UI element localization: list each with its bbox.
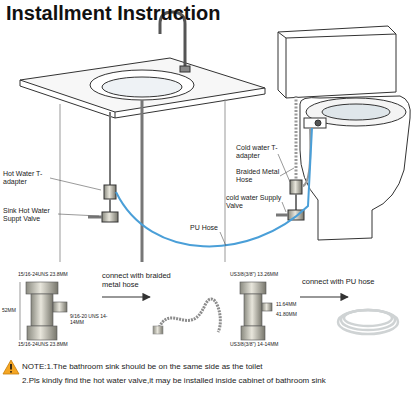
supply-pipe	[295, 194, 297, 210]
pu-hose-coil	[338, 310, 398, 334]
hose-nut	[153, 326, 163, 334]
leader-line	[58, 214, 99, 216]
cabinet-leg	[60, 99, 225, 262]
sink-basin	[102, 77, 182, 97]
cold-water-parts	[276, 96, 310, 220]
braided-hose-photo	[153, 299, 220, 334]
leader-line	[280, 168, 294, 176]
faucet-base	[180, 66, 190, 72]
bidet-knob	[315, 120, 321, 126]
toilet-tank	[278, 26, 396, 98]
t-adapter-photo	[20, 282, 67, 340]
leader-line	[278, 154, 290, 182]
instruction-label: connect with braided metal hose	[102, 272, 182, 289]
supply-pipe	[109, 112, 111, 185]
callout-label: PU Hose	[190, 224, 230, 232]
dimension-line	[20, 282, 21, 340]
toilet-seat	[306, 98, 406, 126]
callout-label: Hot Water T-adapter	[3, 170, 51, 186]
wall-pipe	[276, 214, 288, 217]
t-adapter-photo	[240, 282, 272, 340]
side-outlet	[262, 303, 272, 311]
adapter-body	[31, 294, 53, 326]
callout-label: Sink Hot Water Suppt Valve	[3, 207, 57, 223]
dimension-label: 11.64MM	[276, 302, 306, 308]
bidet-attachment	[304, 118, 326, 128]
cold-t-adapter	[290, 180, 302, 194]
hex-nut	[26, 282, 58, 294]
hot-valve	[102, 212, 118, 222]
toilet-tank-edge	[278, 32, 396, 98]
hot-t-adapter	[104, 185, 116, 199]
pu-hose-coil	[341, 310, 395, 330]
braided-hose	[158, 299, 220, 332]
toilet	[278, 26, 410, 240]
callout-label: Cold water T-adapter	[236, 144, 282, 160]
hex-nut	[240, 282, 266, 294]
pu-hose-coil	[344, 310, 392, 326]
leader-lines	[50, 154, 294, 246]
hex-nut	[27, 326, 57, 340]
instruction-label: connect with PU hose	[302, 278, 402, 287]
note-text: NOTE:1.The bathroom sink should be on th…	[22, 362, 412, 371]
leader-line	[220, 232, 226, 246]
leader-line	[282, 202, 286, 212]
dimension-label: 15/16-24UNS 23.8MM	[18, 272, 88, 278]
callout-label: cold water Supply Valve	[226, 194, 282, 210]
drain-pipe	[141, 100, 144, 262]
dimension-label: 41.80MM	[276, 312, 306, 318]
arrow	[300, 296, 348, 297]
supply-pipe	[109, 199, 111, 212]
warning-icon	[3, 360, 19, 374]
warning-triangle	[3, 360, 19, 374]
warning-mark	[10, 364, 12, 370]
dimension-label: 15/16-24UNS 23.8MM	[18, 342, 88, 348]
dimension-label: 9/16-20 UNS 14-14MM	[70, 314, 110, 326]
callout-label: Braided Metal Hose	[236, 168, 280, 184]
warning-mark	[10, 371, 12, 373]
dimension-label: US3/8(3/8") 14-14MM	[230, 342, 300, 348]
pu-hose	[116, 128, 312, 246]
braided-hose	[295, 96, 298, 180]
side-outlet	[53, 302, 67, 312]
dimension-label: US3/8(3/8") 13.26MM	[230, 272, 292, 278]
page-title: Installment Instruction	[6, 2, 220, 25]
arrow	[102, 296, 150, 297]
toilet-opening	[322, 104, 390, 120]
adapter-body	[244, 294, 262, 326]
countertop-edge	[115, 112, 116, 118]
toilet-bowl	[300, 96, 410, 240]
note-text: 2.Pls kindly find the hot water valve,it…	[22, 376, 412, 385]
leader-line	[50, 178, 101, 190]
sink-basin	[90, 70, 194, 100]
hex-nut	[241, 326, 265, 340]
dimension-label: 52MM	[2, 308, 18, 314]
pu-hose-photo	[338, 310, 398, 334]
